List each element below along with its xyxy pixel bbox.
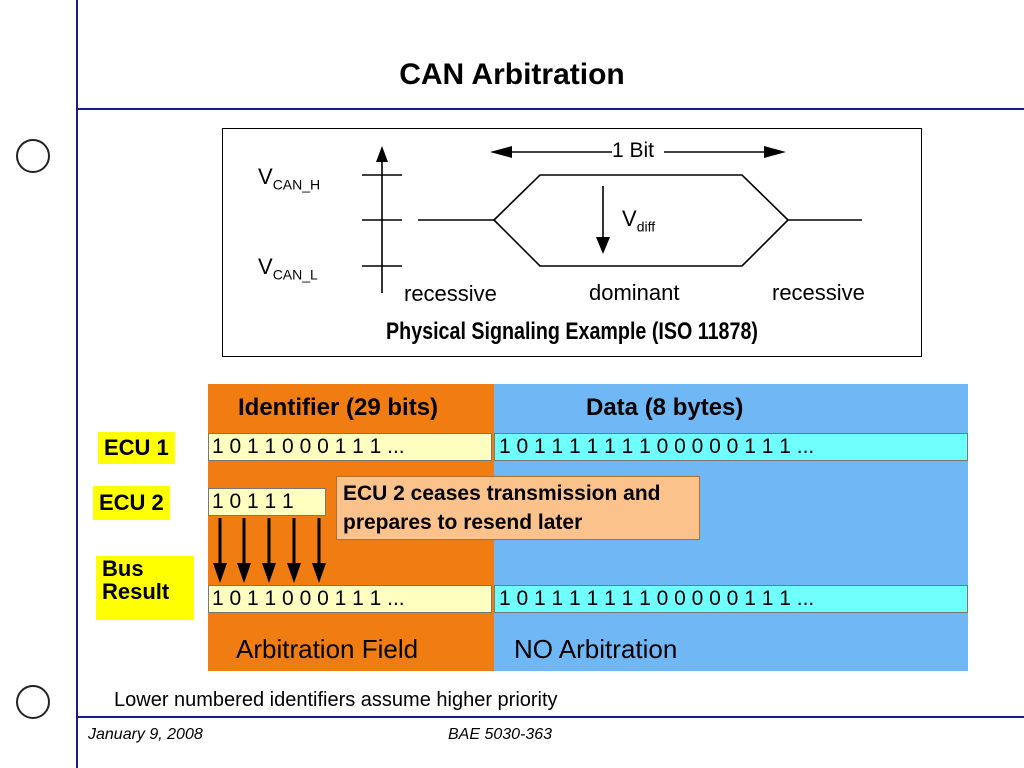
state-recessive-left: recessive bbox=[404, 281, 497, 306]
footer-date: January 9, 2008 bbox=[88, 726, 203, 743]
can-low-waveform bbox=[493, 219, 789, 267]
bit-arrow-2-head bbox=[237, 563, 251, 583]
bit-width-arrowhead-right bbox=[764, 146, 786, 158]
voltage-axis-arrowhead bbox=[376, 146, 388, 162]
title-underline-rule bbox=[76, 108, 1024, 110]
state-recessive-right: recessive bbox=[772, 280, 865, 305]
state-dominant: dominant bbox=[589, 280, 680, 305]
data-header: Data (8 bytes) bbox=[586, 394, 744, 421]
v-can-l-label: VCAN_L bbox=[258, 254, 318, 283]
ecu1-data-bits: 1 0 1 1 1 1 1 1 1 0 0 0 0 0 1 1 1 ... bbox=[494, 433, 968, 461]
ecu2-cease-note: ECU 2 ceases transmission and prepares t… bbox=[336, 476, 700, 540]
ecu1-identifier-bits: 1 0 1 1 0 0 0 1 1 1 ... bbox=[208, 433, 492, 461]
ecu2-label: ECU 2 bbox=[93, 486, 170, 520]
bus-data-bits: 1 0 1 1 1 1 1 1 1 0 0 0 0 0 1 1 1 ... bbox=[494, 585, 968, 613]
bit-width-arrowhead-left bbox=[490, 146, 512, 158]
bus-identifier-bits: 1 0 1 1 0 0 0 1 1 1 ... bbox=[208, 585, 492, 613]
binder-hole-top bbox=[16, 139, 50, 173]
binder-hole-bottom bbox=[16, 685, 50, 719]
v-can-h-label: VCAN_H bbox=[258, 164, 321, 193]
priority-footnote: Lower numbered identifiers assume higher… bbox=[114, 689, 558, 711]
bus-label-line1: Bus bbox=[102, 556, 144, 581]
footer-course: BAE 5030-363 bbox=[448, 726, 553, 743]
bit-arrow-4-head bbox=[287, 563, 301, 583]
ecu2-identifier-bits: 1 0 1 1 1 bbox=[208, 488, 326, 516]
vdiff-arrowhead bbox=[596, 237, 610, 254]
slide-title: CAN Arbitration bbox=[399, 58, 625, 91]
identifier-header: Identifier (29 bits) bbox=[238, 394, 439, 421]
signal-diagram-box bbox=[222, 128, 922, 357]
no-arbitration-label: NO Arbitration bbox=[514, 634, 678, 664]
bit-arrow-3-head bbox=[262, 563, 276, 583]
bit-arrow-5-head bbox=[312, 563, 326, 583]
bit-arrow-1-head bbox=[213, 563, 227, 583]
left-margin-rule bbox=[76, 0, 78, 768]
ecu1-label: ECU 1 bbox=[98, 432, 175, 464]
footer-rule bbox=[76, 716, 1024, 718]
can-high-waveform bbox=[493, 174, 789, 221]
bus-result-label: Bus Result bbox=[96, 556, 194, 620]
v-diff-label: Vdiff bbox=[622, 206, 656, 235]
bus-label-line2: Result bbox=[102, 579, 170, 605]
arbitration-field-label: Arbitration Field bbox=[236, 634, 419, 664]
signal-diagram-caption: Physical Signaling Example (ISO 11878) bbox=[386, 318, 758, 345]
bit-width-label: 1 Bit bbox=[612, 139, 655, 162]
